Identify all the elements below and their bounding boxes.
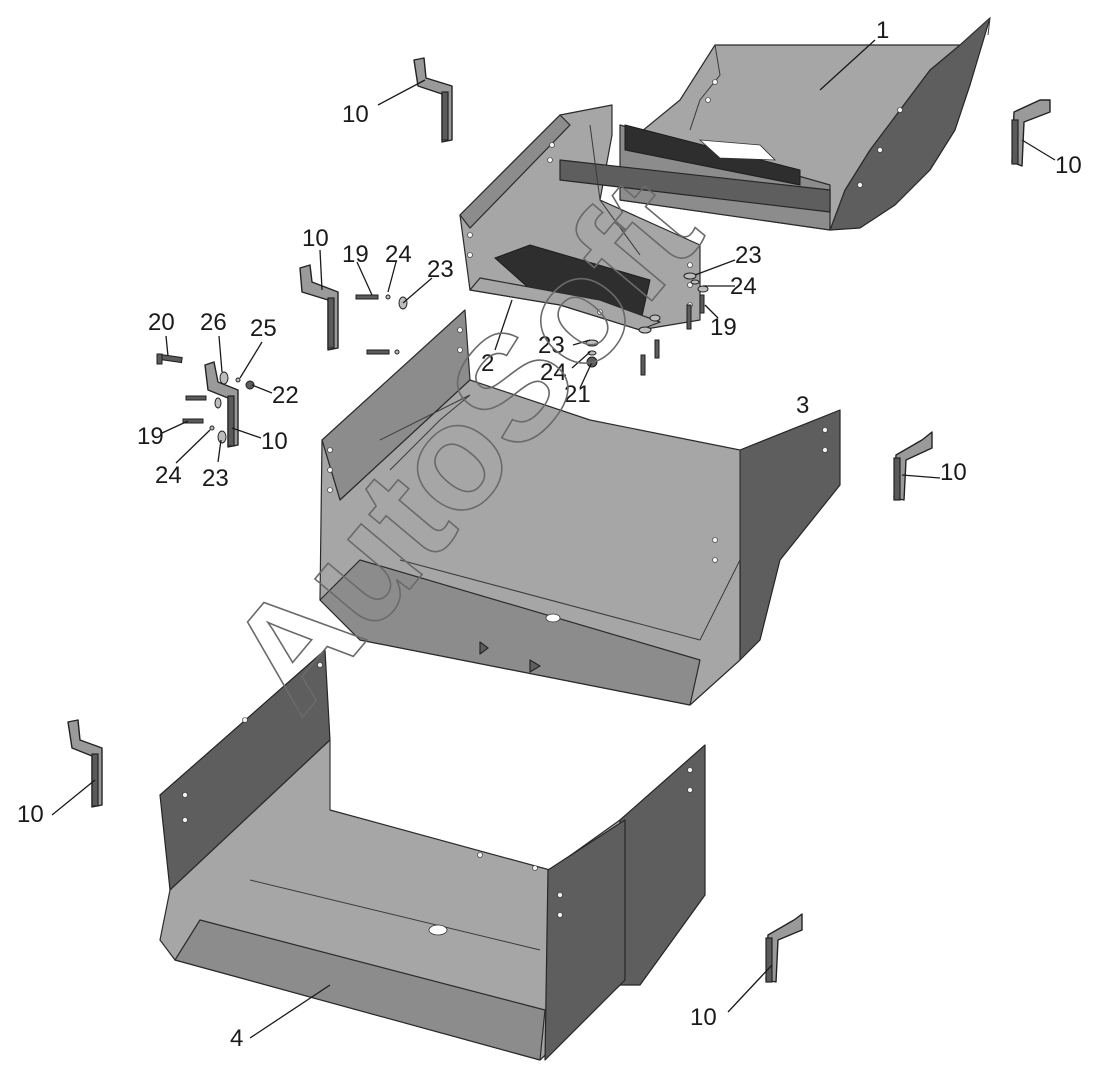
callout-25: 25 bbox=[250, 315, 277, 342]
leader-lines bbox=[51, 39, 1056, 1039]
bracket-10-left-middle bbox=[204, 361, 239, 448]
callout-19-right: 19 bbox=[710, 314, 737, 341]
callout-2: 2 bbox=[481, 350, 494, 377]
callout-10-upper-left: 10 bbox=[302, 225, 329, 252]
callout-24-left: 24 bbox=[155, 462, 182, 489]
callout-22: 22 bbox=[272, 382, 299, 409]
callout-23-left: 23 bbox=[202, 465, 229, 492]
fasteners bbox=[156, 272, 709, 444]
callout-10-top-right: 10 bbox=[1055, 152, 1082, 179]
callout-10-top-left: 10 bbox=[342, 101, 369, 128]
bracket-10-left-upper bbox=[299, 264, 339, 351]
callout-23-upper: 23 bbox=[427, 256, 454, 283]
callout-24-right: 24 bbox=[730, 273, 757, 300]
callout-labels: 1 10 10 10 19 24 23 23 24 19 2 23 24 21 … bbox=[17, 17, 1082, 1052]
callout-24-upper: 24 bbox=[385, 241, 412, 268]
bracket-10-top-right bbox=[1011, 99, 1051, 167]
callout-10-left-middle: 10 bbox=[261, 428, 288, 455]
callout-21: 21 bbox=[564, 381, 591, 408]
part-3-middle-box bbox=[319, 309, 841, 706]
callout-10-right-middle: 10 bbox=[940, 459, 967, 486]
bracket-10-bottom-right bbox=[765, 913, 803, 983]
callout-26: 26 bbox=[200, 309, 227, 336]
bracket-10-right-middle bbox=[893, 431, 933, 501]
callout-20: 20 bbox=[148, 309, 175, 336]
callout-10-bottom-right: 10 bbox=[690, 1004, 717, 1031]
callout-19-upper: 19 bbox=[342, 241, 369, 268]
part-4-bottom-box bbox=[159, 649, 706, 1061]
callout-3: 3 bbox=[796, 392, 809, 419]
callout-23-center: 23 bbox=[538, 332, 565, 359]
callout-19-left: 19 bbox=[137, 423, 164, 450]
bracket-10-bottom-left bbox=[67, 719, 103, 808]
callout-24-center: 24 bbox=[540, 359, 567, 386]
callout-1: 1 bbox=[876, 17, 889, 44]
callout-23-right: 23 bbox=[735, 242, 762, 269]
callout-10-bottom-left: 10 bbox=[17, 801, 44, 828]
part-2-support-frame bbox=[459, 104, 831, 331]
callout-4: 4 bbox=[230, 1025, 243, 1052]
bracket-10-top-left bbox=[413, 57, 453, 143]
